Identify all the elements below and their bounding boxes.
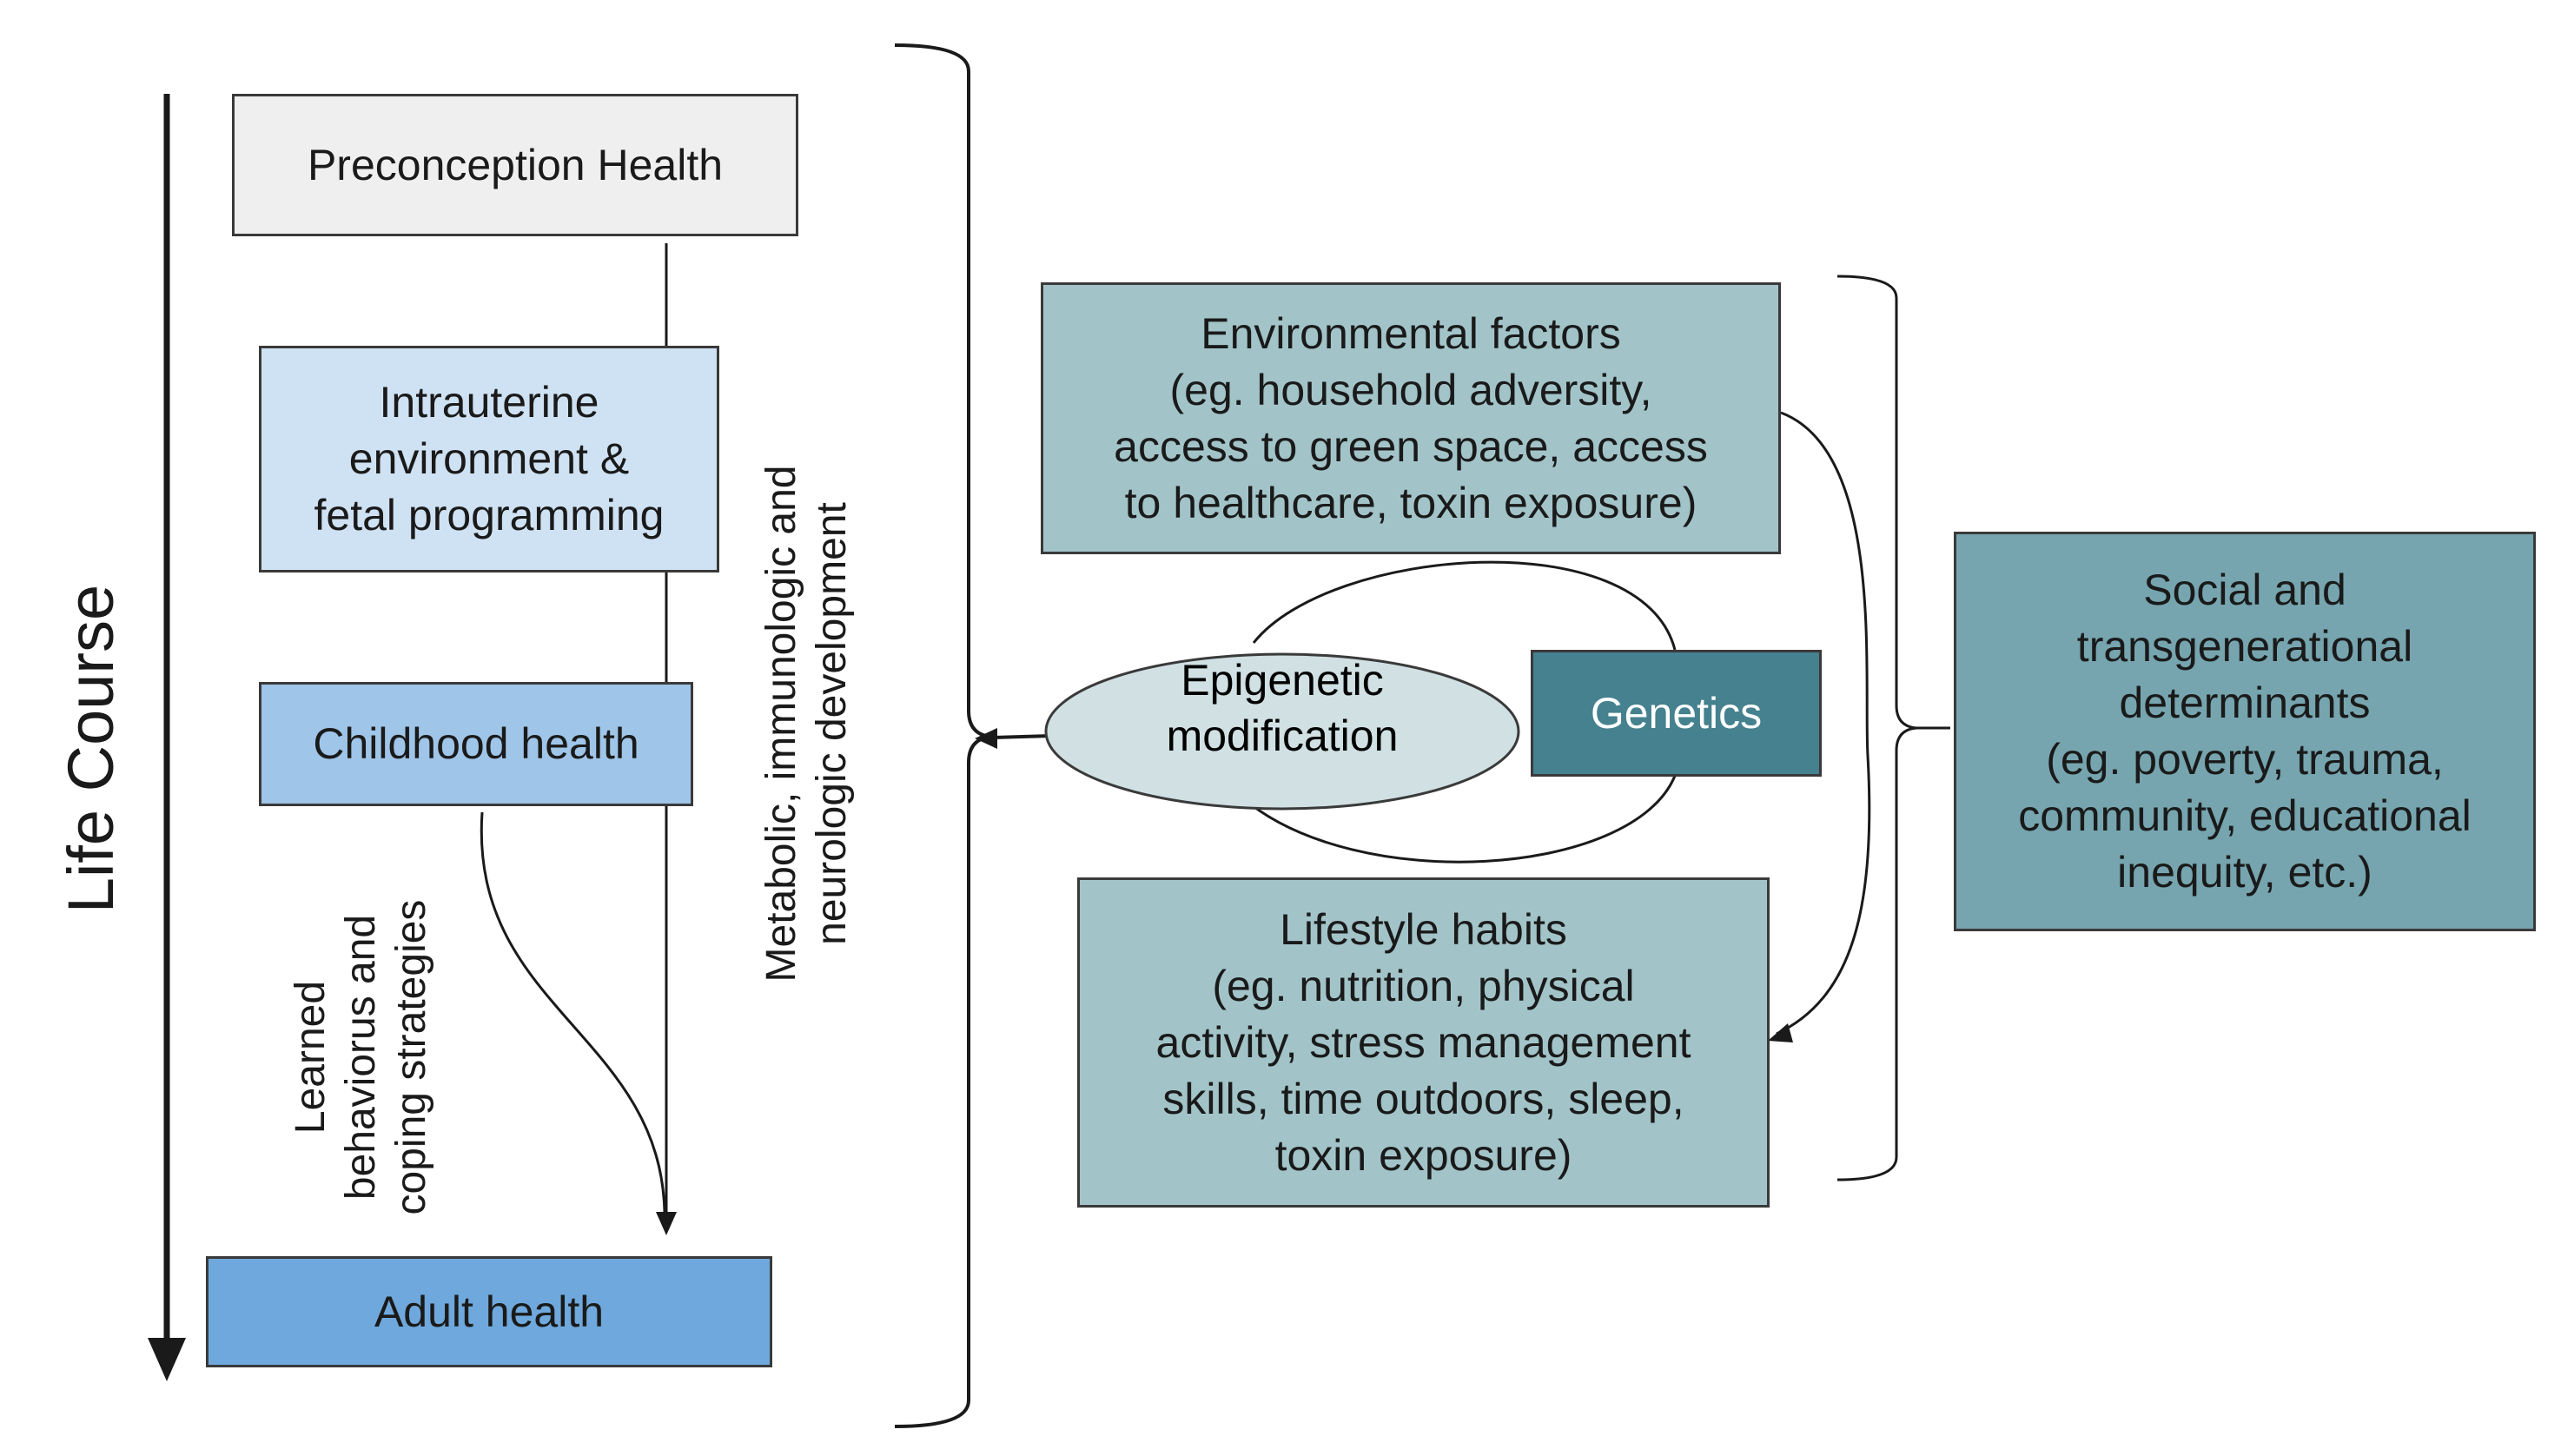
environment-to-lifestyle-curve (1776, 411, 1871, 1036)
learned-behaviours-label: Learned behaviorus and coping strategies (288, 899, 434, 1215)
life-course-arrowhead (148, 1338, 186, 1381)
adult-health-box: Adult health (206, 1256, 772, 1367)
development-label: Metabolic, immunologic and neurologic de… (758, 465, 855, 983)
intrauterine-label: Intrauterine environment & fetal program… (314, 378, 665, 539)
epigenetic-label-line: modification (1167, 711, 1399, 760)
development-arrowhead (656, 1212, 677, 1235)
lifestyle-arrowhead (1768, 1023, 1793, 1042)
epigenetic-label: Epigenetic modification (1167, 656, 1399, 760)
lower-loop (1241, 775, 1677, 864)
life-course-label: Life Course (55, 584, 127, 914)
epigenetic-label-line: Epigenetic (1181, 656, 1384, 705)
environmental-factors-box: Environmental factors (eg. household adv… (1041, 282, 1781, 554)
adult-health-label: Adult health (374, 1287, 605, 1336)
childhood-health-box: Childhood health (259, 682, 693, 806)
genetics-label: Genetics (1590, 688, 1763, 738)
lifestyle-habits-label: Lifestyle habits (eg. nutrition, physica… (1155, 904, 1691, 1180)
epigenetic-arrowhead (975, 728, 997, 749)
intrauterine-box: Intrauterine environment & fetal program… (259, 346, 719, 572)
right-bracket (1836, 275, 1917, 1181)
left-bracket (894, 43, 991, 1428)
upper-loop (1252, 560, 1677, 651)
childhood-health-label: Childhood health (313, 719, 639, 768)
environmental-factors-label: Environmental factors (eg. household adv… (1114, 308, 1708, 527)
learned-behaviours-curve (480, 811, 666, 1213)
epigenetic-to-bracket-arrow (992, 734, 1052, 739)
genetics-box: Genetics (1531, 650, 1822, 777)
preconception-health-box: Preconception Health (232, 94, 798, 236)
preconception-health-label: Preconception Health (307, 140, 724, 189)
epigenetic-ellipse (1044, 652, 1520, 811)
social-determinants-label: Social and transgenerational determinant… (2018, 566, 2472, 897)
lifestyle-habits-box: Lifestyle habits (eg. nutrition, physica… (1077, 877, 1770, 1208)
social-determinants-box: Social and transgenerational determinant… (1954, 532, 2536, 931)
